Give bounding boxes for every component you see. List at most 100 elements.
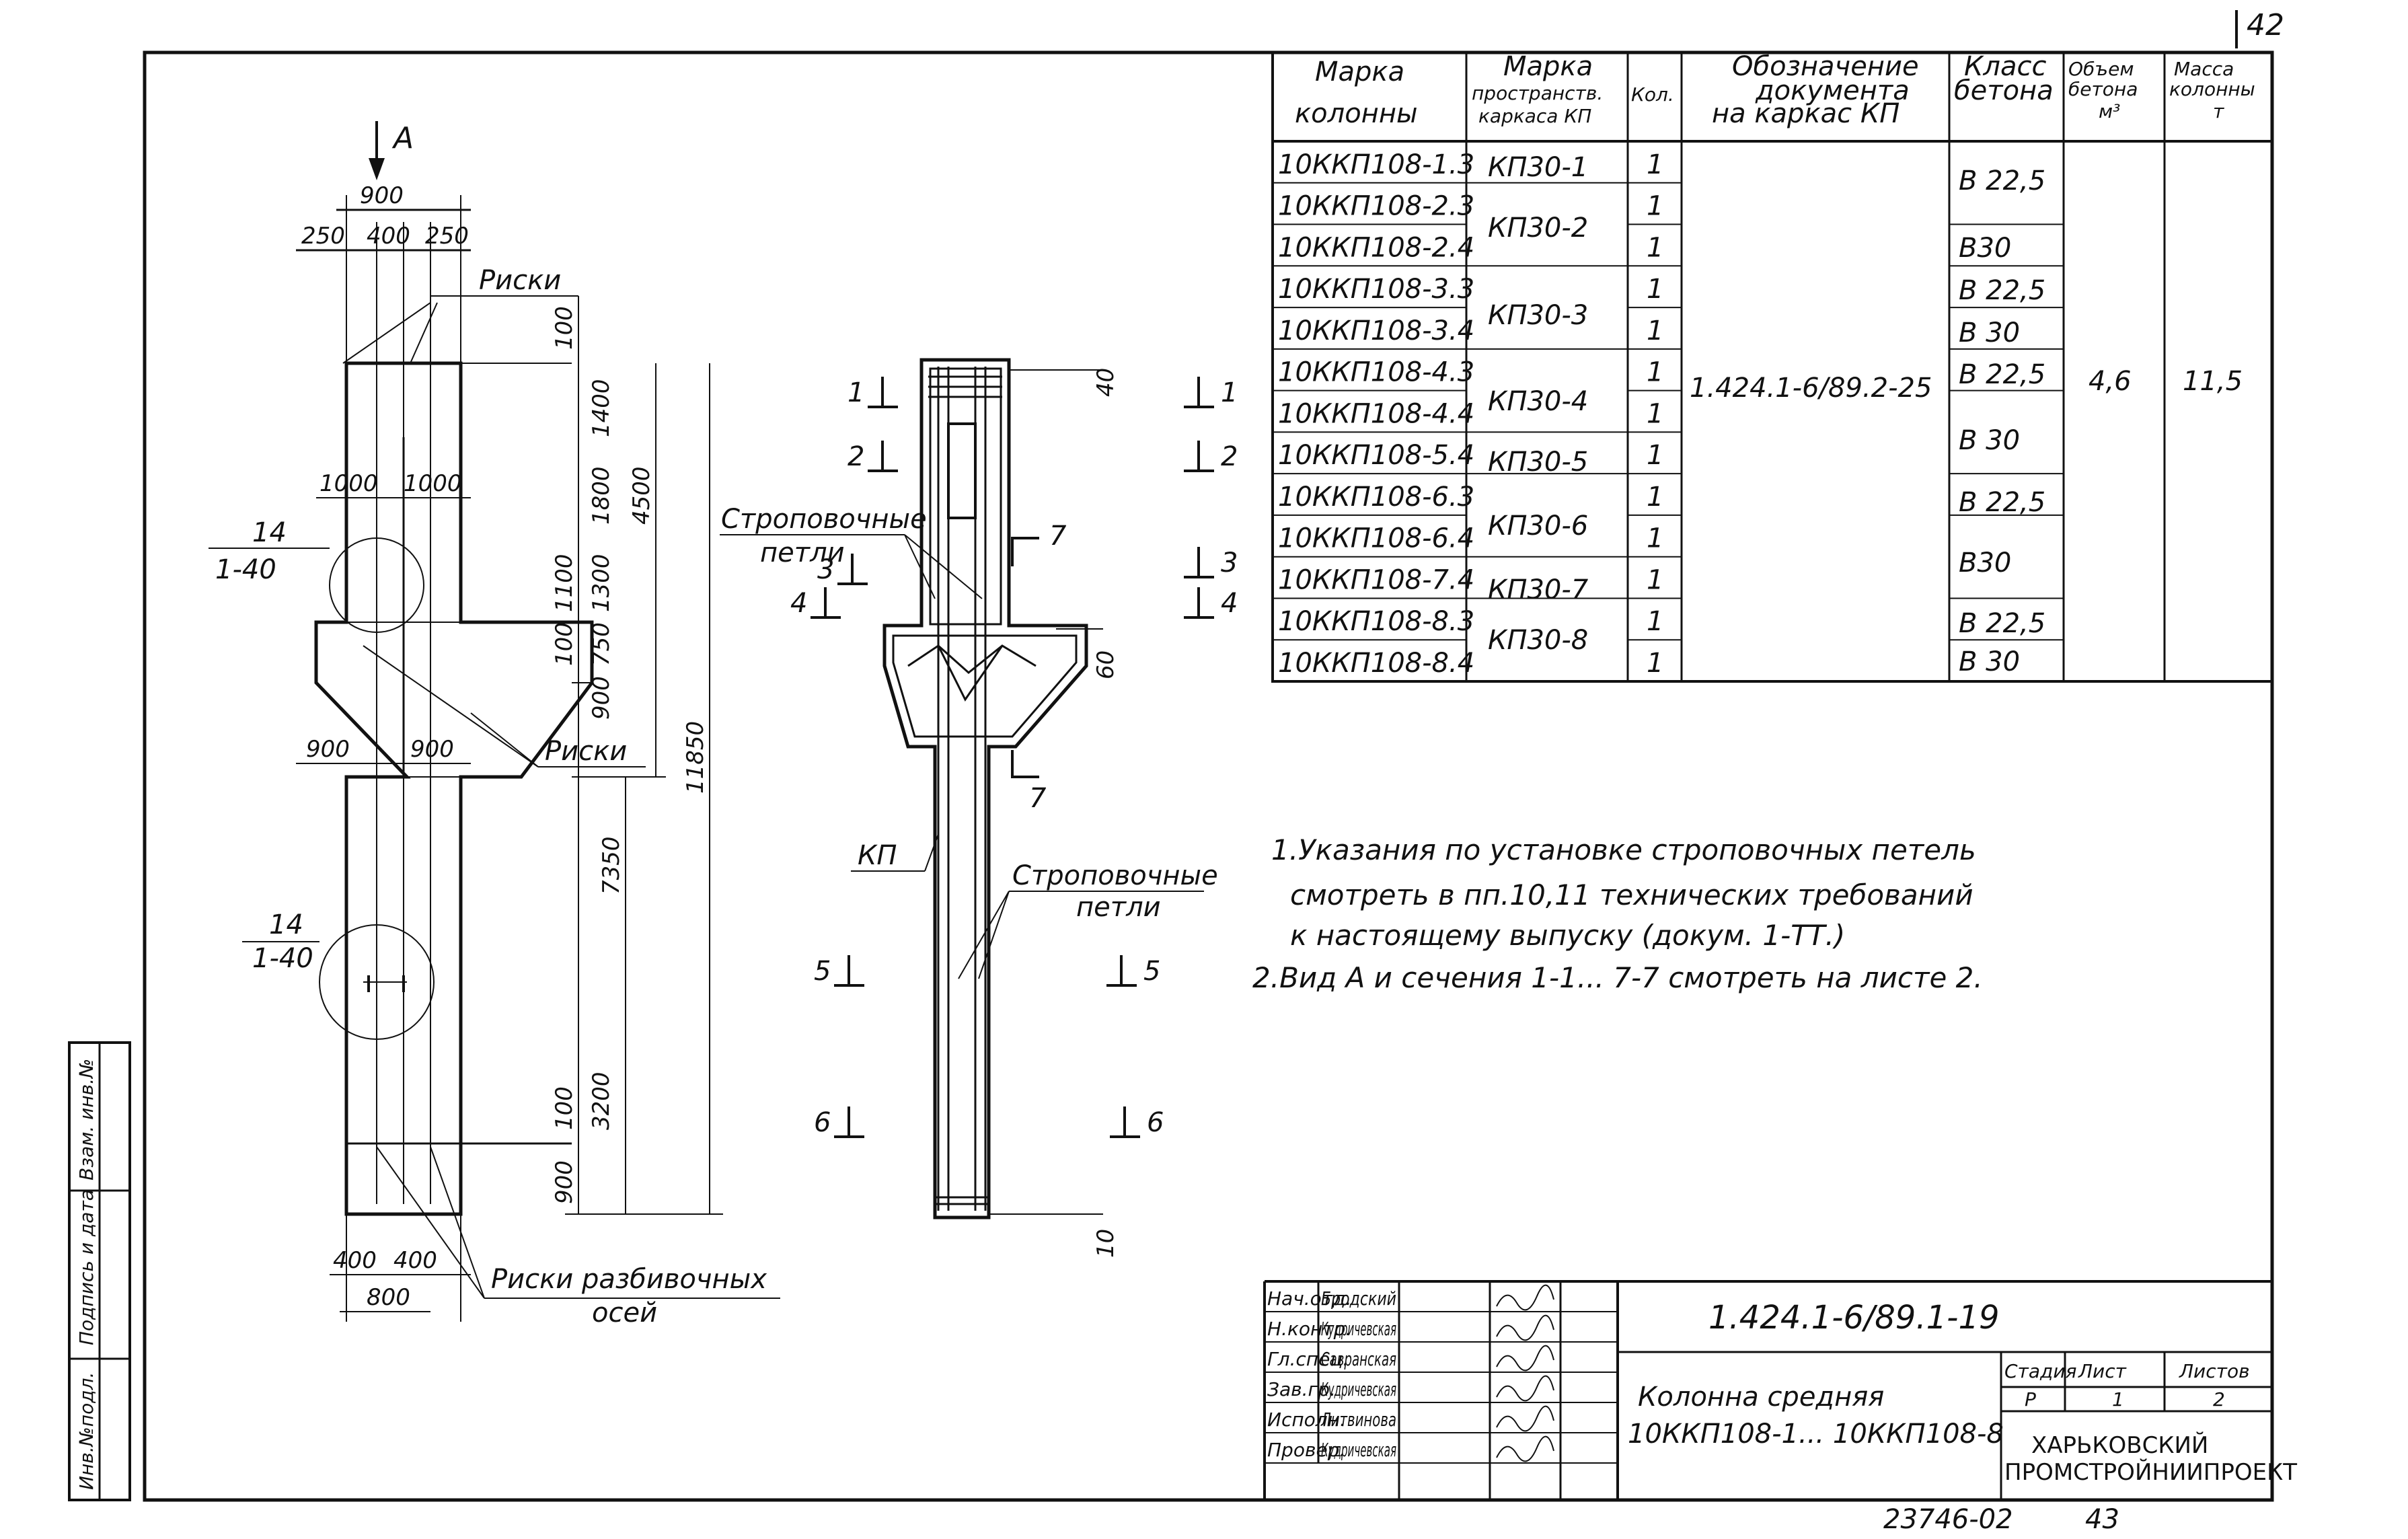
dim-v-750: 750 [588, 622, 615, 666]
section-mark-11: 6 [814, 1107, 831, 1138]
section-mark-10: 5 [1143, 956, 1160, 987]
dim-v-100c: 100 [551, 1086, 578, 1130]
hdr-frame-1: Марка [1503, 51, 1593, 82]
section-mark-4: 2 [1221, 441, 1238, 472]
sheet-label: Лист [2078, 1360, 2127, 1382]
sig-role-6: Провер. [1267, 1439, 1345, 1461]
signature-mark-6 [1496, 1435, 1554, 1462]
row-qty-10: 1 [1647, 523, 1663, 554]
page-number: 42 [2247, 8, 2284, 42]
label-riski-top: Риски [479, 265, 561, 296]
sheet-frame [143, 50, 2274, 1502]
concrete-3: В 22,5 [1959, 275, 2045, 306]
section-mark-13: 7 [1049, 521, 1067, 552]
dim-top-250-r: 250 [425, 223, 469, 250]
row-mark-13: 10ККП108-8.4 [1278, 648, 1474, 679]
sig-name-4: Кудричевская [1321, 1378, 1396, 1400]
section-mark-9: 5 [814, 956, 831, 987]
sig-name-3: Савранская [1321, 1348, 1396, 1370]
hdr-volume-1: Объем [2068, 58, 2134, 80]
sig-name-1: Бродский [1321, 1287, 1396, 1310]
sheets-value: 2 [2213, 1388, 2225, 1411]
row-qty-3: 1 [1647, 232, 1663, 263]
hdr-doc-1: Обозначение [1732, 51, 1919, 82]
dim-h-900b: 900 [410, 736, 454, 763]
hdr-frame-3: каркаса КП [1478, 105, 1591, 127]
signature-mark-1 [1496, 1284, 1554, 1311]
frame-2: КП30-2 [1488, 213, 1588, 243]
side-stamp: Инв.№подл. Подпись и дата Взам. инв.№ [68, 1041, 131, 1501]
dim-v-11850: 11850 [682, 721, 709, 794]
title-block: Нач.отд.БродскийН.контр.КудричевскаяГл.с… [1263, 1280, 2297, 1535]
concrete-7: В 22,5 [1959, 487, 2045, 518]
concrete-6: В 30 [1959, 425, 2020, 456]
row-qty-11: 1 [1647, 564, 1663, 595]
row-mark-6: 10ККП108-4.3 [1278, 357, 1474, 388]
dim-v-1300: 1300 [588, 554, 615, 612]
hdr-mass-2: колонны [2169, 78, 2255, 100]
frame-8: КП30-8 [1488, 625, 1588, 656]
section-mark-6: 3 [1221, 548, 1238, 578]
section-mark-14: 7 [1029, 783, 1047, 814]
sig-role-4: Зав.гр. [1267, 1378, 1336, 1400]
hdr-mass-3: т [2213, 100, 2224, 122]
title-line-1: Колонна средняя [1638, 1382, 1884, 1413]
row-mark-3: 10ККП108-2.4 [1278, 232, 1474, 263]
callout-1-ref: 1-40 [215, 554, 276, 585]
callout-2-ref: 1-40 [252, 943, 313, 974]
org-line-1: ХАРЬКОВСКИЙ [2031, 1431, 2208, 1459]
reinf-outline [882, 358, 1088, 1219]
row-mark-8: 10ККП108-5.4 [1278, 440, 1474, 471]
row-mark-12: 10ККП108-8.3 [1278, 606, 1474, 637]
dim-top-900: 900 [360, 182, 404, 209]
hdr-doc-3: на каркас КП [1712, 98, 1899, 129]
hdr-doc-2: документа [1755, 75, 1910, 106]
row-qty-13: 1 [1647, 648, 1663, 679]
label-loops-top-2: петли [760, 537, 845, 568]
callout-2-num: 14 [269, 909, 303, 940]
dim-h-800: 800 [367, 1284, 410, 1311]
bottom-number: 23746-02 [1883, 1504, 2013, 1535]
section-mark-2: 1 [1221, 377, 1238, 408]
sig-name-5: Литвинова [1320, 1409, 1396, 1431]
concrete-10: В 30 [1959, 646, 2020, 677]
signature-mark-5 [1496, 1405, 1554, 1432]
dim-top-250-l: 250 [301, 223, 345, 250]
section-mark-12: 6 [1147, 1107, 1164, 1138]
bottom-page: 43 [2085, 1504, 2119, 1535]
callout-1-num: 14 [252, 517, 287, 548]
frame-5: КП30-5 [1488, 447, 1588, 478]
doc-code: 1.424.1-6/89.2-25 [1690, 373, 1932, 404]
note-line-2: смотреть в пп.10,11 технических требован… [1290, 878, 1973, 911]
label-loops-bottom-2: петли [1076, 892, 1161, 923]
sig-role-1: Нач.отд. [1267, 1287, 1351, 1310]
dim-h-1000b: 1000 [404, 470, 462, 497]
dim-v-100a: 100 [551, 306, 578, 350]
hdr-mark-1: Марка [1315, 57, 1404, 87]
hdr-concrete-1: Класс [1964, 51, 2046, 82]
dim-10: 10 [1092, 1229, 1119, 1258]
row-mark-11: 10ККП108-7.4 [1278, 564, 1474, 595]
spec-table: Марка колонны Марка пространств. каркаса… [1271, 51, 2273, 683]
dim-top-400: 400 [367, 223, 410, 250]
signature-mark-2 [1496, 1314, 1554, 1341]
dim-v-1800: 1800 [588, 466, 615, 525]
row-mark-4: 10ККП108-3.3 [1278, 274, 1474, 305]
row-mark-9: 10ККП108-6.3 [1278, 482, 1474, 513]
row-mark-5: 10ККП108-3.4 [1278, 315, 1474, 346]
dim-v-4500: 4500 [628, 466, 655, 525]
hdr-mass-1: Масса [2174, 58, 2234, 80]
concrete-8: В30 [1959, 548, 2011, 578]
dim-v-900b: 900 [551, 1160, 578, 1204]
dim-h-900a: 900 [306, 736, 350, 763]
hdr-volume-2: бетона [2068, 78, 2138, 100]
hdr-volume-3: м³ [2099, 100, 2120, 122]
dim-h-400b: 400 [393, 1247, 437, 1274]
row-mark-2: 10ККП108-2.3 [1278, 191, 1474, 222]
side-label-3: Взам. инв.№ [75, 1059, 98, 1180]
dim-v-1400: 1400 [588, 379, 615, 437]
dim-60: 60 [1092, 650, 1119, 679]
dim-v-1100: 1100 [551, 554, 578, 612]
row-mark-1: 10ККП108-1.3 [1278, 149, 1474, 180]
